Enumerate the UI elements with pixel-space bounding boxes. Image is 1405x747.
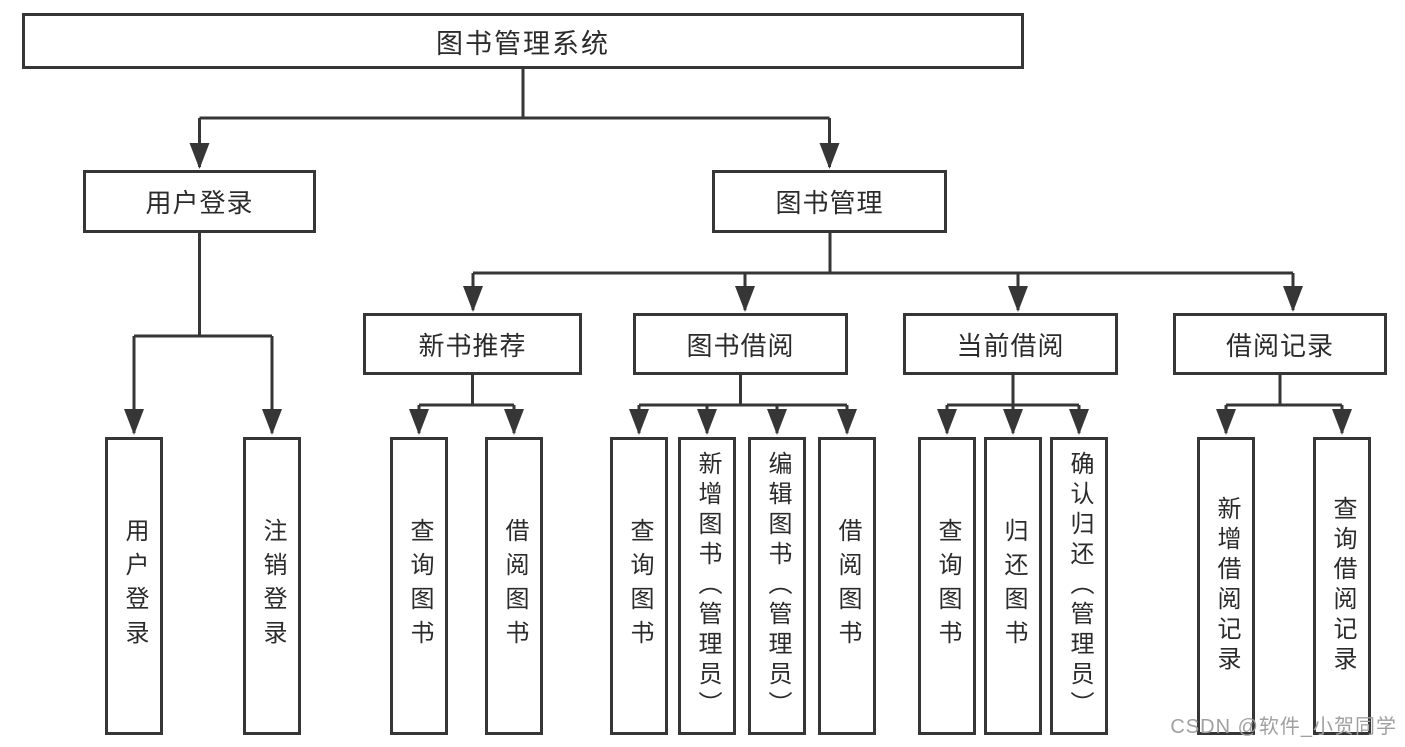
leaf-logout-label: 注销登录 bbox=[259, 518, 286, 654]
leaf-user-login: 用户登录 bbox=[105, 437, 163, 735]
node-book-borrow-label: 图书借阅 bbox=[686, 330, 795, 361]
leaf-cb-confirm-return-admin-label: 确认归还（管理员） bbox=[1066, 451, 1093, 721]
node-current-borrow-label: 当前借阅 bbox=[956, 330, 1065, 361]
leaf-bb-query-books-label: 查询图书 bbox=[626, 518, 653, 654]
node-book-borrow: 图书借阅 bbox=[633, 313, 848, 375]
leaf-cb-query-books: 查询图书 bbox=[918, 437, 976, 735]
node-root: 图书管理系统 bbox=[22, 13, 1024, 69]
leaf-bb-add-books-admin: 新增图书（管理员） bbox=[678, 437, 736, 735]
node-borrow-records: 借阅记录 bbox=[1173, 313, 1387, 375]
csdn-watermark: CSDN @软件_小贺同学 bbox=[1170, 716, 1397, 738]
node-book-management-label: 图书管理 bbox=[775, 188, 884, 218]
leaf-nb-query-books-label: 查询图书 bbox=[406, 518, 433, 654]
node-user-login: 用户登录 bbox=[83, 170, 316, 233]
leaf-cb-query-books-label: 查询图书 bbox=[934, 518, 961, 654]
leaf-cb-return-books: 归还图书 bbox=[984, 437, 1042, 735]
node-root-label: 图书管理系统 bbox=[436, 28, 610, 59]
leaf-br-add-record-label: 新增借阅记录 bbox=[1213, 496, 1240, 676]
leaf-bb-edit-books-admin: 编辑图书（管理员） bbox=[748, 437, 806, 735]
leaf-br-query-record-label: 查询借阅记录 bbox=[1329, 496, 1356, 676]
leaf-bb-borrow-books-label: 借阅图书 bbox=[834, 518, 861, 654]
node-user-login-label: 用户登录 bbox=[145, 188, 254, 218]
leaf-bb-borrow-books: 借阅图书 bbox=[818, 437, 876, 735]
leaf-br-query-record: 查询借阅记录 bbox=[1313, 437, 1371, 735]
leaf-nb-borrow-books-label: 借阅图书 bbox=[501, 518, 528, 654]
node-new-book-recommend-label: 新书推荐 bbox=[418, 330, 527, 361]
leaf-bb-edit-books-admin-label: 编辑图书（管理员） bbox=[764, 451, 791, 721]
leaf-bb-add-books-admin-label: 新增图书（管理员） bbox=[694, 451, 721, 721]
leaf-user-login-label: 用户登录 bbox=[121, 518, 148, 654]
leaf-nb-query-books: 查询图书 bbox=[390, 437, 448, 735]
node-book-management: 图书管理 bbox=[712, 170, 947, 233]
node-borrow-records-label: 借阅记录 bbox=[1225, 330, 1334, 361]
leaf-cb-confirm-return-admin: 确认归还（管理员） bbox=[1050, 437, 1108, 735]
node-current-borrow: 当前借阅 bbox=[903, 313, 1118, 375]
leaf-br-add-record: 新增借阅记录 bbox=[1197, 437, 1255, 735]
leaf-logout: 注销登录 bbox=[243, 437, 301, 735]
leaf-bb-query-books: 查询图书 bbox=[610, 437, 668, 735]
leaf-cb-return-books-label: 归还图书 bbox=[1000, 518, 1027, 654]
leaf-nb-borrow-books: 借阅图书 bbox=[485, 437, 543, 735]
node-new-book-recommend: 新书推荐 bbox=[363, 313, 582, 375]
